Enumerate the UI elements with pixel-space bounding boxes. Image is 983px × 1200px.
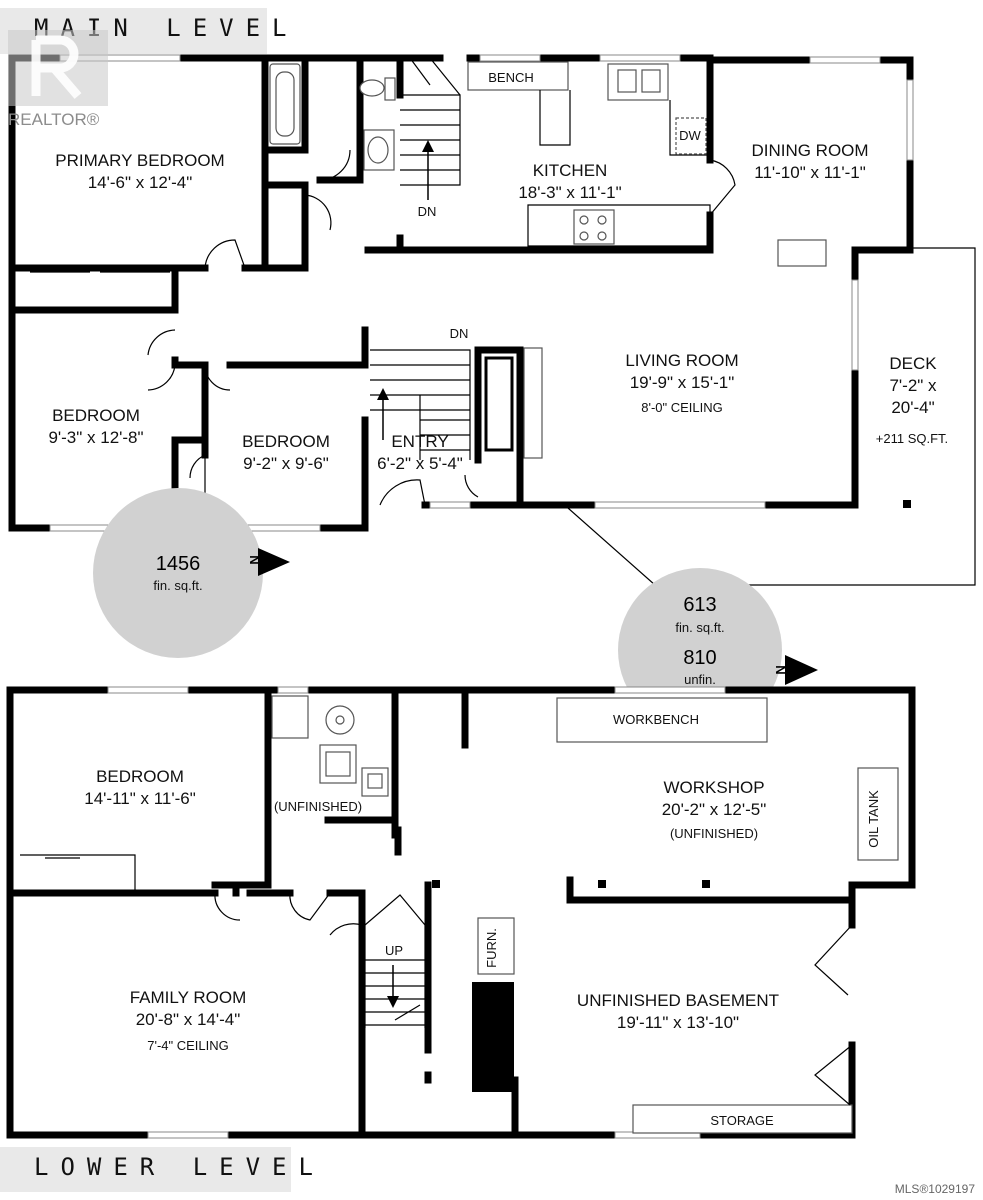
room-dims-bedroom-lower: 14'-11" x 11'-6" (84, 789, 196, 808)
room-dims-entry: 6'-2" x 5'-4" (377, 454, 463, 473)
lower-level-labels: 613 fin. sq.ft. 810 unfin. N BEDROOM 14'… (84, 594, 881, 1128)
room-name-primary-bedroom: PRIMARY BEDROOM (55, 151, 224, 170)
room-dims-living-room: 19'-9" x 15'-1" (630, 373, 735, 392)
label-workbench: WORKBENCH (613, 712, 699, 727)
main-area-value: 1456 (156, 553, 201, 575)
lower-unfin-area-value: 810 (683, 647, 716, 669)
room-dims-unfinished-basement: 19'-11" x 13'-10" (617, 1013, 739, 1032)
lower-level-fixtures (20, 695, 899, 1134)
main-level-title: MAIN LEVEL (0, 8, 287, 54)
room-dims-deck: 7'-2" x (889, 376, 937, 395)
room-note-living-room: 8'-0" CEILING (641, 400, 723, 415)
label-bench: BENCH (488, 70, 534, 85)
room-name-family-room: FAMILY ROOM (130, 988, 247, 1007)
room-name-entry: ENTRY (391, 432, 448, 451)
room-name-living-room: LIVING ROOM (625, 351, 738, 370)
room-dims-bedroom-left: 9'-3" x 12'-8" (48, 428, 143, 447)
room-name-bedroom-mid: BEDROOM (242, 432, 330, 451)
main-level-windows (49, 54, 914, 532)
realtor-logo-icon (8, 30, 108, 106)
lower-level-walls (6, 686, 916, 1139)
label-unfinished-utility: (UNFINISHED) (274, 799, 362, 814)
room-dims-bedroom-mid: 9'-2" x 9'-6" (243, 454, 329, 473)
room-dims-dining-room: 11'-10" x 11'-1" (754, 163, 866, 182)
label-dw: DW (679, 128, 701, 143)
room-dims-workshop: 20'-2" x 12'-5" (662, 800, 767, 819)
label-dn-upper: DN (418, 204, 437, 219)
main-level-labels: PRIMARY BEDROOM 14'-6" x 12'-4" KITCHEN … (48, 70, 948, 593)
label-dn-entry: DN (450, 326, 469, 341)
lower-fin-area-value: 613 (683, 594, 716, 616)
room-note-family-room: 7'-4" CEILING (147, 1038, 229, 1053)
label-up: UP (385, 943, 403, 958)
mls-number: MLS®1029197 (894, 1182, 975, 1196)
lower-fin-area-unit: fin. sq.ft. (675, 620, 724, 635)
lower-level-windows (107, 686, 726, 1139)
main-level-fixtures (30, 57, 827, 506)
lower-level-title: LOWER LEVEL (0, 1147, 313, 1192)
main-area-unit: fin. sq.ft. (153, 578, 202, 593)
deck-outline (567, 247, 976, 586)
room-dims-family-room: 20'-8" x 14'-4" (136, 1010, 241, 1029)
lower-north-label: N (773, 665, 788, 674)
room-name-bedroom-left: BEDROOM (52, 406, 140, 425)
main-area-badge (93, 488, 290, 658)
main-north-label: N (247, 555, 262, 564)
room-name-bedroom-lower: BEDROOM (96, 767, 184, 786)
label-oil-tank: OIL TANK (866, 790, 881, 848)
lower-unfin-area-unit: unfin. (684, 672, 716, 687)
room-dims-primary-bedroom: 14'-6" x 12'-4" (88, 173, 193, 192)
room-name-unfinished-basement: UNFINISHED BASEMENT (577, 991, 779, 1010)
room-dims-kitchen: 18'-3" x 11'-1" (518, 183, 621, 202)
room-note-deck: +211 SQ.FT. (876, 431, 948, 446)
label-storage: STORAGE (710, 1113, 774, 1128)
room-note-workshop: (UNFINISHED) (670, 826, 758, 841)
room-name-kitchen: KITCHEN (533, 161, 608, 180)
room-name-deck: DECK (889, 354, 937, 373)
realtor-logo-text: REALTOR® (8, 110, 100, 129)
room-dims2-deck: 20'-4" (891, 398, 934, 417)
room-name-dining-room: DINING ROOM (751, 141, 868, 160)
label-furnace: FURN. (484, 928, 499, 968)
room-name-workshop: WORKSHOP (663, 778, 764, 797)
